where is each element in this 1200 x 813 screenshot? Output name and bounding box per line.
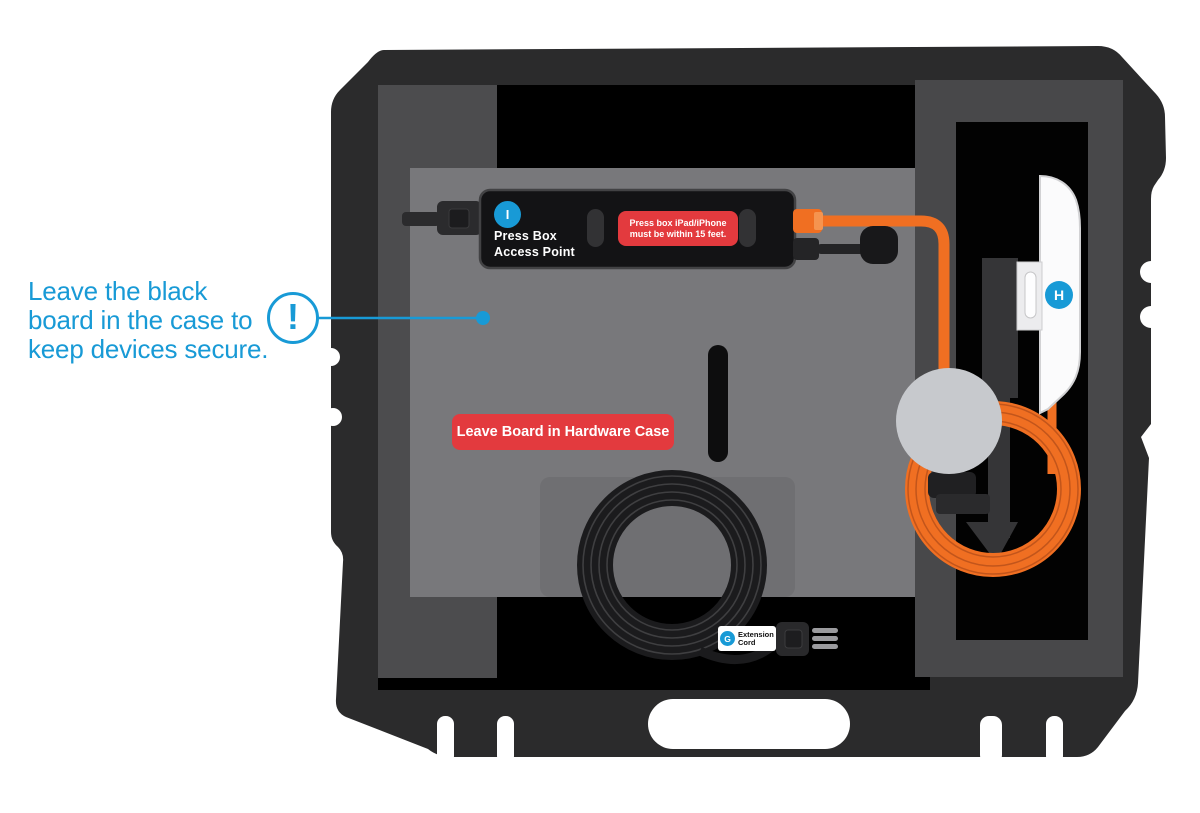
antenna-badge: H	[1045, 281, 1073, 309]
annotation-note: Leave the black board in the case to kee…	[28, 276, 269, 364]
press-box-name: Press Box Access Point	[494, 229, 575, 259]
alert-exclamation-glyph: !	[287, 295, 299, 337]
extension-cord-coil	[577, 470, 781, 664]
ethernet-cable-orange	[820, 215, 950, 462]
extension-cord-name: Extension Cord	[738, 629, 774, 647]
board-slot	[708, 345, 728, 462]
antenna-cap	[860, 226, 898, 264]
vent-slot	[587, 209, 604, 247]
cable-connector-cluster	[928, 472, 990, 514]
leader-line	[318, 311, 490, 325]
power-plug-icon	[776, 622, 838, 656]
handle-cutout	[648, 699, 850, 749]
press-box-badge: I	[494, 201, 521, 228]
press-box-warning-label: Press box iPad/iPhone must be within 15 …	[618, 211, 738, 246]
vent-slot	[739, 209, 756, 247]
case-feet-notches	[437, 716, 1063, 764]
bracket-slot	[1024, 271, 1037, 319]
extension-cord-label: G Extension Cord	[718, 626, 776, 651]
alert-exclamation-icon: !	[267, 292, 319, 344]
left-cable-stub	[402, 212, 440, 226]
board-warning-label: Leave Board in Hardware Case	[452, 414, 674, 450]
antenna-dish-disc	[896, 368, 1002, 474]
leader-dot	[476, 311, 490, 325]
extension-cord-badge: G	[720, 631, 735, 646]
case-edge-notches	[322, 261, 1162, 426]
antenna-connector	[793, 238, 819, 260]
